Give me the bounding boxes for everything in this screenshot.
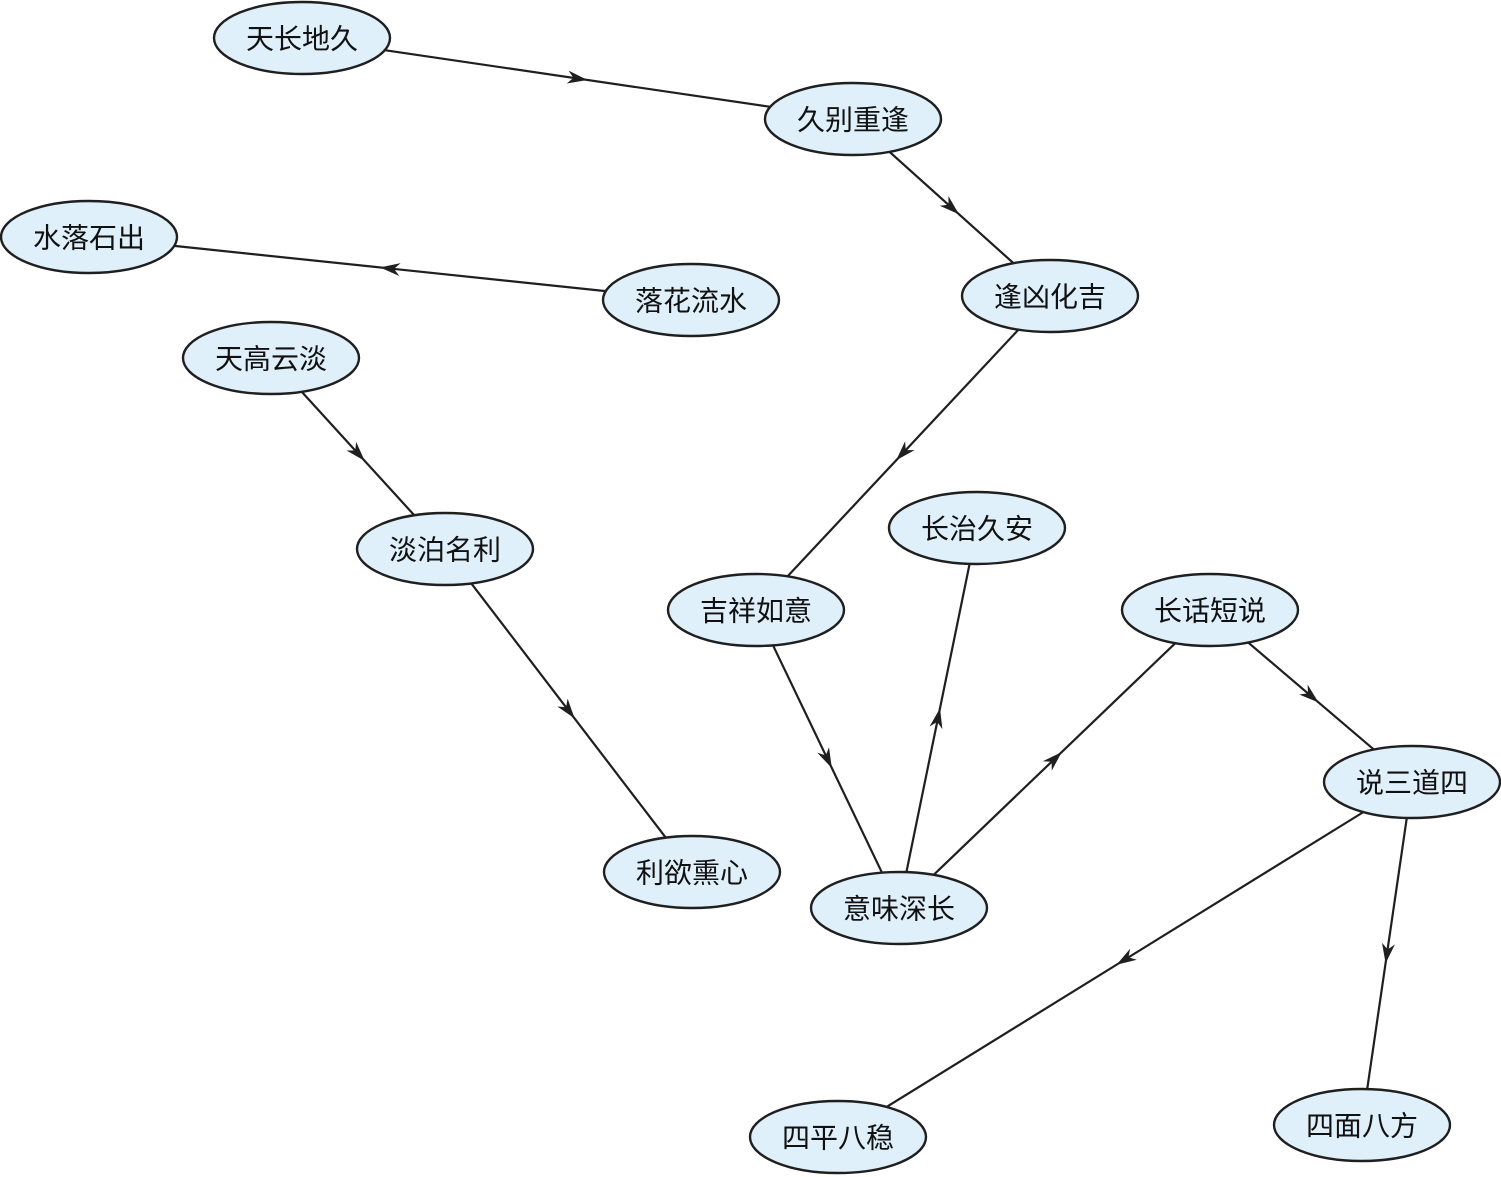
node-ellipse: [960, 258, 1140, 334]
node-ellipse: [1272, 1087, 1452, 1163]
node-n4: 落花流水: [601, 262, 781, 338]
node-label: 意味深长: [843, 893, 955, 926]
node-n2: 久别重逢: [763, 81, 943, 157]
edge-n5-n9: [786, 328, 1020, 578]
node-n15: 四面八方: [1272, 1087, 1452, 1163]
arrow-icon: [566, 70, 588, 84]
edge-n6-n7: [300, 390, 416, 517]
node-ellipse: [1322, 744, 1501, 820]
node-label: 水落石出: [33, 222, 145, 255]
node-ellipse: [355, 511, 535, 587]
arrow-icon: [1382, 942, 1395, 964]
arrow-icon: [346, 441, 365, 461]
arrow-icon: [1299, 684, 1319, 703]
node-n3: 水落石出: [0, 199, 179, 275]
node-ellipse: [809, 870, 989, 946]
node-ellipse: [602, 834, 782, 910]
edge-n2-n5: [888, 150, 1015, 265]
node-label: 落花流水: [635, 285, 747, 318]
edge-n10-n11: [1247, 641, 1375, 751]
edge-n11-n14: [885, 811, 1365, 1108]
node-label: 天长地久: [246, 23, 358, 56]
edge-n7-n12: [470, 582, 667, 839]
node-ellipse: [748, 1099, 928, 1175]
node-label: 四面八方: [1306, 1110, 1418, 1143]
node-ellipse: [212, 0, 392, 76]
arrow-icon: [380, 263, 401, 276]
node-label: 四平八稳: [782, 1122, 894, 1155]
node-n14: 四平八稳: [748, 1099, 928, 1175]
node-label: 吉祥如意: [700, 595, 812, 628]
node-ellipse: [1120, 572, 1300, 648]
node-label: 淡泊名利: [389, 534, 501, 567]
edge-n4-n3: [174, 244, 606, 293]
node-n5: 逢凶化吉: [960, 258, 1140, 334]
node-label: 久别重逢: [797, 104, 909, 137]
node-n11: 说三道四: [1322, 744, 1501, 820]
arrow-icon: [939, 196, 959, 215]
edges-layer: [174, 49, 1408, 1108]
node-label: 说三道四: [1356, 767, 1468, 800]
edge-n1-n2: [384, 49, 771, 108]
edge-n13-n8: [905, 563, 971, 873]
arrow-icon: [817, 747, 832, 768]
arrow-icon: [896, 441, 915, 461]
edge-n13-n10: [932, 642, 1177, 876]
arrow-icon: [1116, 948, 1137, 965]
edge-n11-n15: [1366, 817, 1408, 1090]
node-label: 利欲熏心: [636, 857, 748, 890]
node-label: 长话短说: [1154, 595, 1266, 628]
node-ellipse: [666, 572, 846, 648]
edge-n9-n13: [772, 644, 883, 874]
node-label: 天高云淡: [215, 343, 327, 376]
node-ellipse: [887, 490, 1067, 566]
node-label: 逢凶化吉: [994, 281, 1106, 314]
arrow-icon: [929, 708, 943, 730]
node-n9: 吉祥如意: [666, 572, 846, 648]
node-n10: 长话短说: [1120, 572, 1300, 648]
node-n1: 天长地久: [212, 0, 392, 76]
node-n12: 利欲熏心: [602, 834, 782, 910]
node-n13: 意味深长: [809, 870, 989, 946]
node-ellipse: [763, 81, 943, 157]
node-n6: 天高云淡: [181, 320, 361, 396]
node-ellipse: [0, 199, 179, 275]
arrow-icon: [557, 698, 575, 719]
node-n7: 淡泊名利: [355, 511, 535, 587]
node-n8: 长治久安: [887, 490, 1067, 566]
node-ellipse: [601, 262, 781, 338]
arrow-icon: [1042, 752, 1062, 771]
node-ellipse: [181, 320, 361, 396]
node-label: 长治久安: [921, 513, 1033, 546]
